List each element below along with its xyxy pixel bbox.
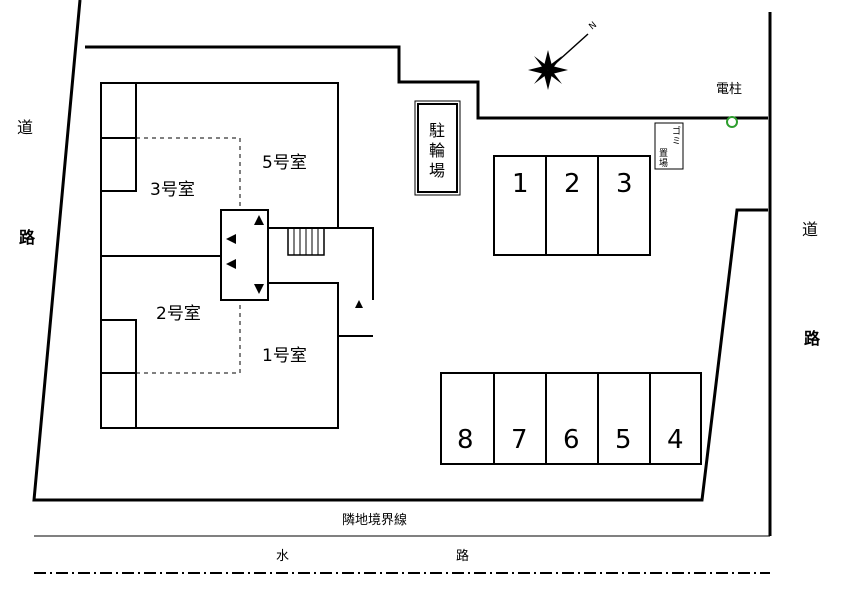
parking-top: 1 2 3 [493,155,651,256]
building [100,82,374,429]
svg-text:駐: 駐 [429,121,445,140]
parking-space-8: 8 [457,425,474,455]
parking-bottom: 8 7 6 5 4 [440,372,702,465]
svg-text:N: N [588,20,600,32]
svg-text:ゴ: ゴ [672,125,681,137]
triangle-arrow-icon [226,259,236,269]
bicycle-parking: 駐 輪 場 [414,100,461,196]
waterway-label-1: 水 [276,549,289,564]
parking-space-7: 7 [511,425,528,455]
room-1-label: 1号室 [262,346,307,366]
triangle-arrow-icon [254,215,264,225]
right-road-label-1: 道 [802,220,818,239]
svg-text:場: 場 [659,157,668,169]
room-2-label: 2号室 [156,304,201,324]
utility-pole-label: 電柱 [716,82,742,97]
boundary-line-label: 隣地境界線 [342,512,407,528]
svg-text:輪: 輪 [429,141,445,160]
triangle-arrow-icon [355,300,363,308]
left-road-label-2: 路 [19,228,36,247]
parking-space-3: 3 [616,169,633,199]
parking-space-2: 2 [564,169,581,199]
svg-text:ミ: ミ [672,137,681,147]
triangle-arrow-icon [254,284,264,294]
lot-boundary-top [85,45,768,120]
parking-space-5: 5 [615,425,632,455]
right-road-label-2: 路 [804,329,821,348]
svg-text:置: 置 [659,148,668,159]
room-5-label: 5号室 [262,153,307,173]
waterway-label-2: 路 [456,548,469,564]
parking-space-1: 1 [512,169,529,199]
compass-icon: N [528,20,599,90]
parking-space-6: 6 [563,425,580,455]
room-3-label: 3号室 [150,180,195,200]
garbage-area: ゴ ミ 置 場 [654,122,684,170]
parking-space-4: 4 [667,425,684,455]
lot-boundary [32,0,768,502]
svg-text:場: 場 [429,161,445,180]
triangle-arrow-icon [226,234,236,244]
left-road-label-1: 道 [17,118,33,137]
utility-pole-icon [726,116,738,128]
